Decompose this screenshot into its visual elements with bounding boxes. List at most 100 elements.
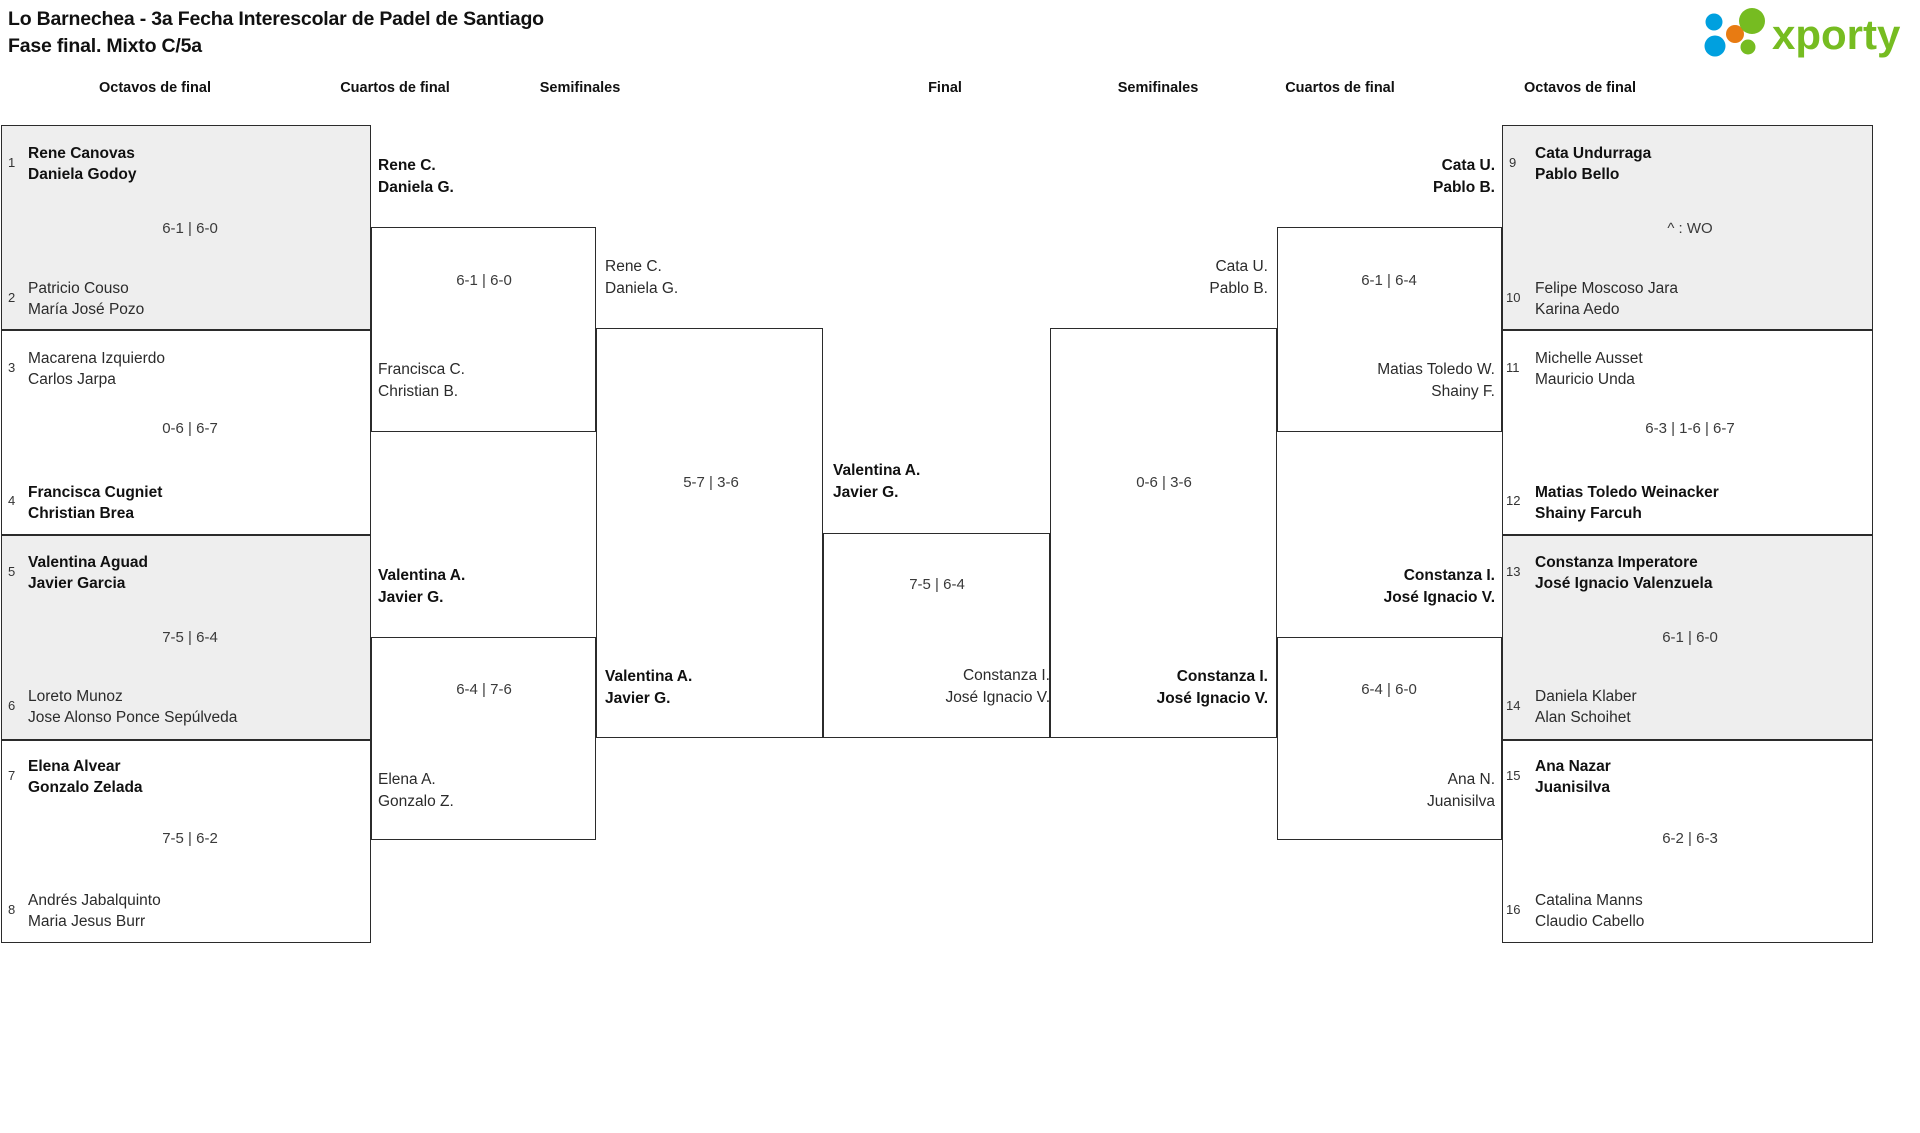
match-cell-r16-4[interactable] xyxy=(1502,740,1873,943)
team-name: Juanisilva xyxy=(1426,793,1495,810)
match-frame-lsf-1[interactable] xyxy=(596,328,823,738)
team-name: José Ignacio Valenzuela xyxy=(1535,575,1713,592)
team-name: Cata U. xyxy=(1441,157,1495,174)
round-label-left-r16: Octavos de final xyxy=(98,80,211,96)
match-score: 7-5 | 6-2 xyxy=(162,830,218,847)
match-frame-final[interactable] xyxy=(823,533,1050,738)
tournament-subtitle: Fase final. Mixto C/5a xyxy=(8,35,202,57)
match-score: 6-4 | 7-6 xyxy=(456,681,512,698)
xporty-logo: xporty xyxy=(1690,8,1906,60)
team-name: Shainy Farcuh xyxy=(1535,505,1642,522)
team-name: Catalina Manns xyxy=(1535,892,1643,909)
team-name: Jose Alonso Ponce Sepúlveda xyxy=(28,709,238,726)
seed-number: 4 xyxy=(8,493,16,508)
round-label-right-sf: Semifinales xyxy=(1117,80,1199,96)
team-name: Cata Undurraga xyxy=(1535,145,1652,162)
round-label-right-r16: Octavos de final xyxy=(1523,80,1636,96)
match-score: 6-1 | 6-0 xyxy=(162,220,218,237)
match-frame-lqf-2[interactable] xyxy=(371,637,596,840)
team-name: Constanza I. xyxy=(962,667,1050,684)
team-name: Valentina Aguad xyxy=(28,554,149,571)
match-score: 6-3 | 1-6 | 6-7 xyxy=(1645,420,1735,437)
match-score: 6-1 | 6-4 xyxy=(1361,272,1417,289)
team-name: Cata U. xyxy=(1215,258,1268,275)
logo-wordmark: xporty xyxy=(1772,11,1901,58)
team-name: José Ignacio V. xyxy=(1156,690,1268,707)
team-name: Daniela Godoy xyxy=(28,166,137,183)
match-cell-r16-3[interactable] xyxy=(1502,535,1873,740)
team-name: Mauricio Unda xyxy=(1535,371,1635,388)
team-name: Elena A. xyxy=(378,771,436,788)
team-name: Alan Schoihet xyxy=(1535,709,1631,726)
seed-number: 13 xyxy=(1506,564,1521,579)
logo-dot-orange xyxy=(1726,25,1744,43)
match-score: 0-6 | 3-6 xyxy=(1136,474,1192,491)
team-name: Javier G. xyxy=(605,690,671,707)
logo-dot-blue-top xyxy=(1705,13,1723,31)
logo-dot-blue-bottom xyxy=(1704,35,1726,57)
match-cell-l16-1[interactable] xyxy=(1,125,371,330)
match-score: 7-5 | 6-4 xyxy=(909,576,965,593)
team-name: Rene C. xyxy=(378,157,436,174)
match-cell-l16-4[interactable] xyxy=(1,740,371,943)
logo-dot-green-big xyxy=(1739,8,1765,34)
team-name: María José Pozo xyxy=(28,301,145,318)
match-cell-r16-1[interactable] xyxy=(1502,125,1873,330)
page-title: Lo Barnechea - 3a Fecha Interescolar de … xyxy=(8,6,544,60)
team-name: Rene Canovas xyxy=(28,145,135,162)
match-score: 7-5 | 6-4 xyxy=(162,629,218,646)
seed-number: 12 xyxy=(1506,493,1521,508)
seed-number: 16 xyxy=(1506,902,1521,917)
team-name: Daniela G. xyxy=(605,280,679,297)
match-frame-rqf-2[interactable] xyxy=(1277,637,1502,840)
team-name: Constanza I. xyxy=(1403,567,1495,584)
team-name: Christian B. xyxy=(378,383,459,400)
match-frame-lqf-1[interactable] xyxy=(371,227,596,432)
team-name: Loreto Munoz xyxy=(28,688,123,705)
match-score: 0-6 | 6-7 xyxy=(162,420,218,437)
seed-number: 7 xyxy=(8,768,16,783)
match-cell-l16-2[interactable] xyxy=(1,330,371,535)
seed-number: 15 xyxy=(1506,768,1521,783)
team-name: Carlos Jarpa xyxy=(28,371,116,388)
team-name: Felipe Moscoso Jara xyxy=(1535,280,1679,297)
team-name: Pablo B. xyxy=(1209,280,1268,297)
seed-number: 14 xyxy=(1506,698,1521,713)
match-score: 6-1 | 6-0 xyxy=(456,272,512,289)
match-score: ^ : WO xyxy=(1667,220,1713,237)
seed-number: 8 xyxy=(8,902,16,917)
team-name: Javier Garcia xyxy=(28,575,126,592)
match-score: 6-1 | 6-0 xyxy=(1662,629,1718,646)
team-name: Rene C. xyxy=(605,258,662,275)
team-name: Elena Alvear xyxy=(28,758,121,775)
logo-dot-green-small xyxy=(1740,39,1756,55)
seed-number: 3 xyxy=(8,360,16,375)
match-frame-rsf-1[interactable] xyxy=(1050,328,1277,738)
team-name: José Ignacio V. xyxy=(945,689,1050,706)
team-name: Valentina A. xyxy=(605,668,693,685)
match-score: 6-4 | 6-0 xyxy=(1361,681,1417,698)
team-name: Patricio Couso xyxy=(28,280,129,297)
seed-number: 10 xyxy=(1506,290,1521,305)
team-name: Claudio Cabello xyxy=(1535,913,1645,930)
seed-number: 5 xyxy=(8,564,16,579)
team-name: Pablo B. xyxy=(1432,179,1495,196)
team-name: Pablo Bello xyxy=(1535,166,1620,183)
team-name: Maria Jesus Burr xyxy=(28,913,146,930)
match-frame-rqf-1[interactable] xyxy=(1277,227,1502,432)
team-name: Valentina A. xyxy=(833,462,921,479)
match-cell-l16-3[interactable] xyxy=(1,535,371,740)
team-name: Juanisilva xyxy=(1535,779,1610,796)
seed-number: 9 xyxy=(1509,155,1517,170)
team-name: Valentina A. xyxy=(378,567,466,584)
team-name: Constanza Imperatore xyxy=(1535,554,1698,571)
team-name: Javier G. xyxy=(378,589,444,606)
team-name: Gonzalo Z. xyxy=(378,793,454,810)
match-cell-r16-2[interactable] xyxy=(1502,330,1873,535)
team-name: Ana N. xyxy=(1447,771,1495,788)
team-name: Christian Brea xyxy=(28,505,134,522)
round-label-right-qf: Cuartos de final xyxy=(1285,80,1395,96)
team-name: Ana Nazar xyxy=(1535,758,1611,775)
team-name: Daniela Klaber xyxy=(1535,688,1637,705)
team-name: Francisca C. xyxy=(378,361,465,378)
